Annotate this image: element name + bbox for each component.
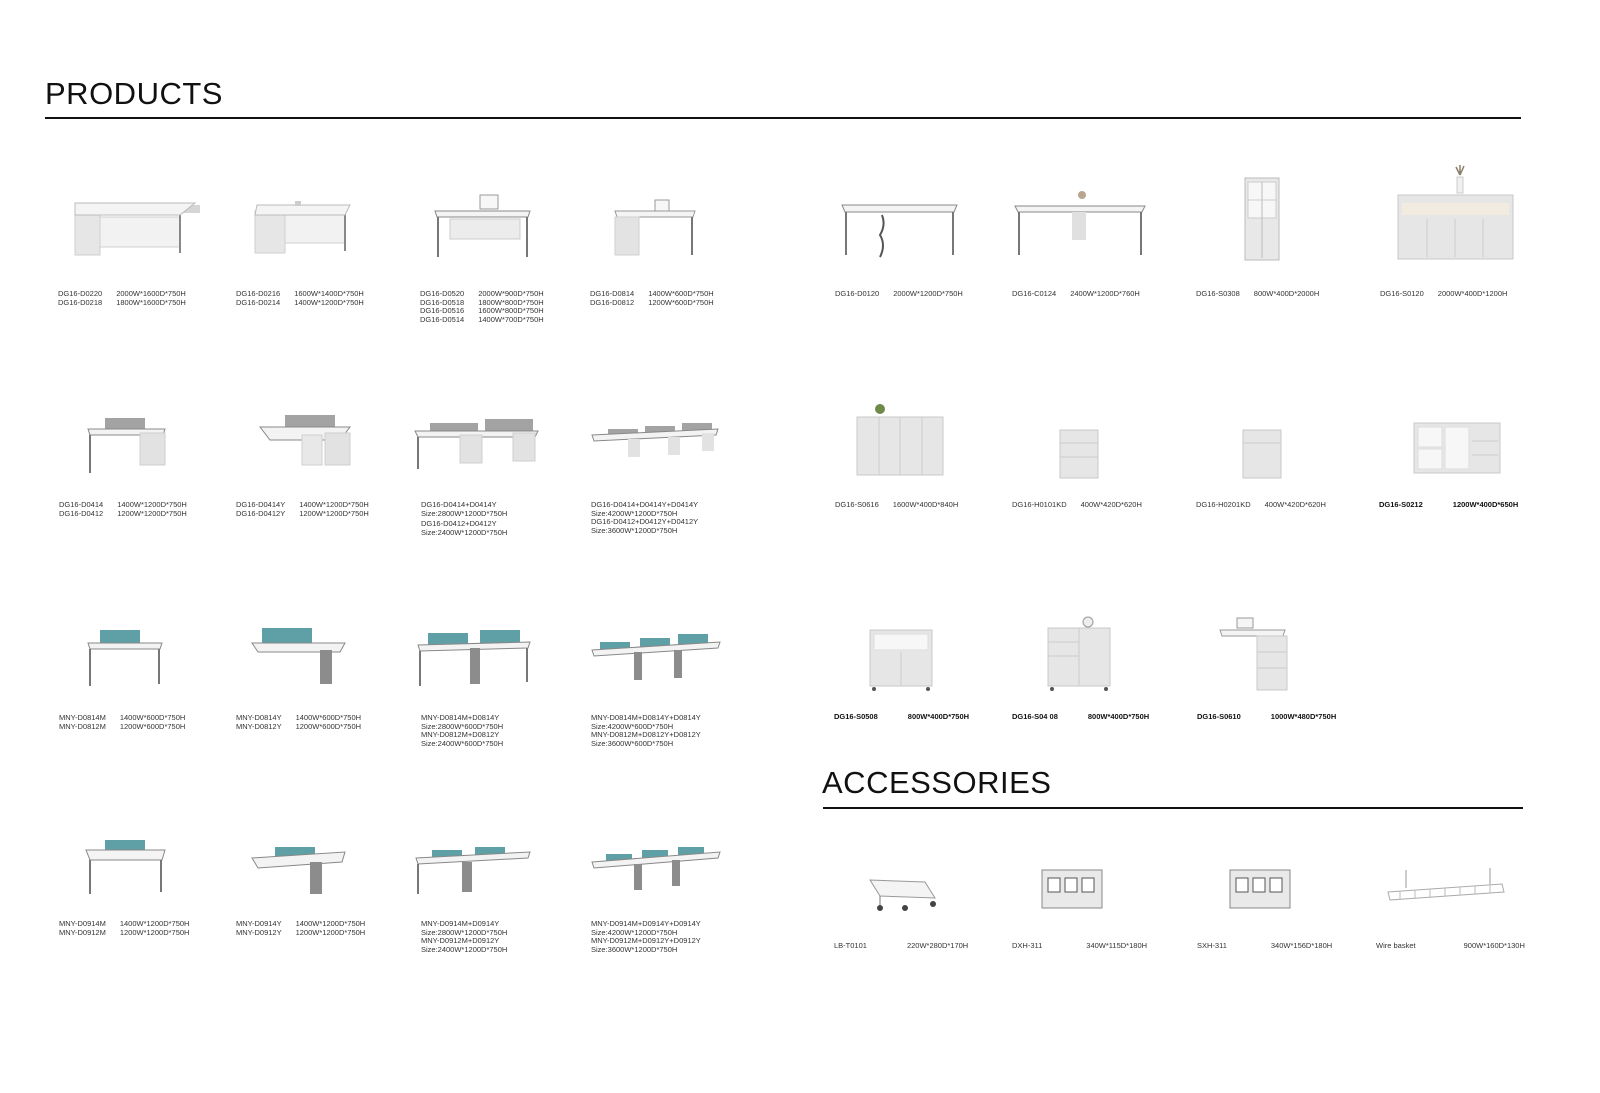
cabinet-with-shelf-icon xyxy=(1219,617,1288,691)
cpu-trolley-icon xyxy=(869,879,936,911)
mobile-pedestal-icon xyxy=(1242,429,1282,479)
open-cabinet-icon xyxy=(1413,422,1501,474)
l-shaped-executive-desk-icon xyxy=(254,201,351,254)
desk-with-pedestal-icon xyxy=(614,199,696,256)
power-socket-box-icon xyxy=(1041,869,1103,909)
mobile-pedestal-icon xyxy=(1059,429,1099,479)
bench-face-add-on-icon xyxy=(251,847,346,894)
accessories-title: ACCESSORIES xyxy=(822,765,1052,800)
side-cabinet-icon xyxy=(869,629,933,691)
tall-cabinet-icon xyxy=(1244,177,1280,261)
workstation-single-icon xyxy=(87,418,166,473)
wire-basket-icon xyxy=(1387,868,1505,901)
bench-desk-single-icon xyxy=(87,630,163,686)
sideboard-icon xyxy=(1397,165,1514,260)
power-socket-box-icon xyxy=(1229,869,1291,909)
workstation-six-icon xyxy=(591,423,719,457)
products-title: PRODUCTS xyxy=(45,76,223,111)
bench-face-double-icon xyxy=(415,847,531,894)
bench-face-triple-icon xyxy=(591,847,721,890)
l-shaped-executive-desk-icon xyxy=(74,202,200,256)
side-cabinet-drawers-icon xyxy=(1047,616,1111,691)
meeting-table-icon xyxy=(841,204,958,258)
accessories-divider xyxy=(823,807,1523,809)
bench-desk-double-icon xyxy=(417,630,531,686)
bench-face-single-icon xyxy=(85,840,166,894)
products-divider xyxy=(45,117,1521,119)
straight-desk-icon xyxy=(434,194,531,257)
bench-desk-triple-icon xyxy=(591,634,721,680)
bench-desk-add-on-icon xyxy=(251,628,346,684)
meeting-table-icon xyxy=(1014,191,1146,255)
low-cabinet-icon xyxy=(856,404,944,476)
workstation-four-icon xyxy=(414,419,539,469)
workstation-double-icon xyxy=(258,415,352,466)
